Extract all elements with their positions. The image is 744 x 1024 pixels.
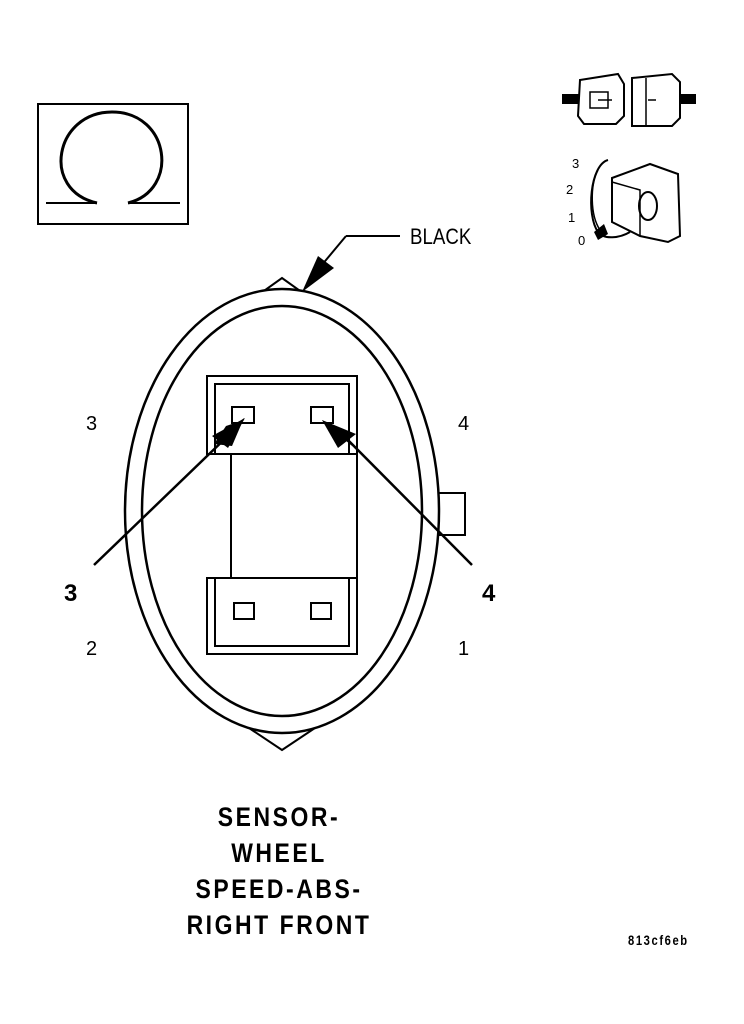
title-line-4: RIGHT FRONT	[186, 910, 372, 940]
callout-leaders	[93, 418, 473, 566]
color-label: BLACK	[410, 226, 472, 250]
cavity-number-2: 2	[86, 638, 97, 660]
figure-code: 813cf6eb	[628, 932, 689, 948]
cavity-2	[233, 602, 255, 620]
ohm-symbol-box	[37, 103, 189, 225]
cavity-4	[310, 406, 334, 424]
cavity-number-3: 3	[86, 413, 97, 435]
position-number-3: 3	[572, 156, 579, 171]
cavity-number-1: 1	[458, 638, 469, 660]
cavity-1	[310, 602, 332, 620]
cavity-number-4: 4	[458, 413, 469, 435]
callout-label-3: 3	[64, 580, 77, 607]
position-knob-icon	[590, 159, 682, 244]
title-line-3: SPEED-ABS-	[195, 874, 363, 904]
black-pointer-arrow	[302, 235, 400, 292]
connector-halves-icon	[562, 72, 696, 127]
title-line-1: SENSOR-	[217, 802, 341, 832]
position-number-0: 0	[578, 233, 585, 248]
cavity-3	[231, 406, 255, 424]
callout-label-4: 4	[482, 580, 496, 607]
title-line-2: WHEEL	[231, 838, 327, 868]
position-number-2: 2	[566, 182, 573, 197]
position-number-1: 1	[568, 210, 575, 225]
